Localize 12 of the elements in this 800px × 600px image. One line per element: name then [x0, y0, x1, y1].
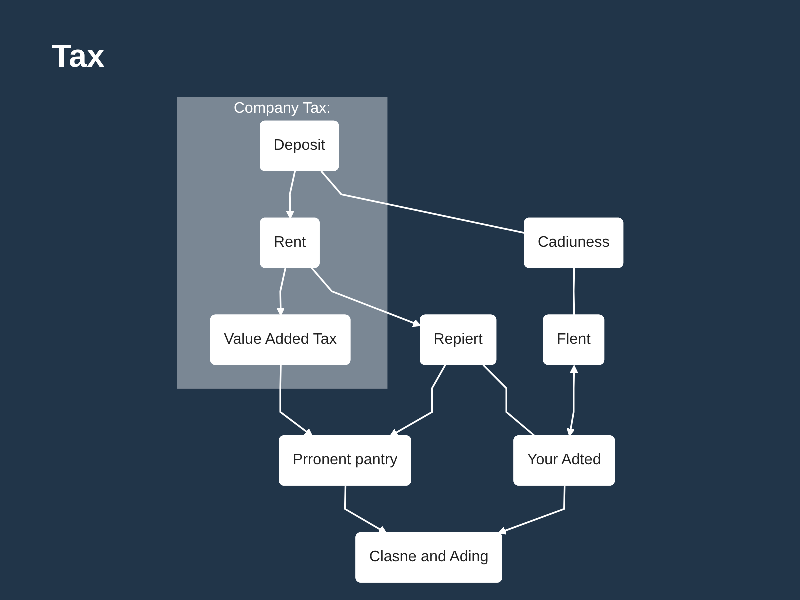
- arrow: [498, 486, 566, 535]
- arrow: [286, 171, 296, 220]
- connector: [320, 170, 525, 234]
- arrow: [310, 268, 421, 328]
- arrow: [279, 365, 313, 437]
- connector: [572, 268, 575, 316]
- diagram-title: Tax: [52, 38, 105, 75]
- arrow: [344, 486, 387, 534]
- arrow: [276, 268, 286, 316]
- arrow: [389, 364, 446, 437]
- arrow: [566, 365, 578, 437]
- connector: [482, 364, 536, 438]
